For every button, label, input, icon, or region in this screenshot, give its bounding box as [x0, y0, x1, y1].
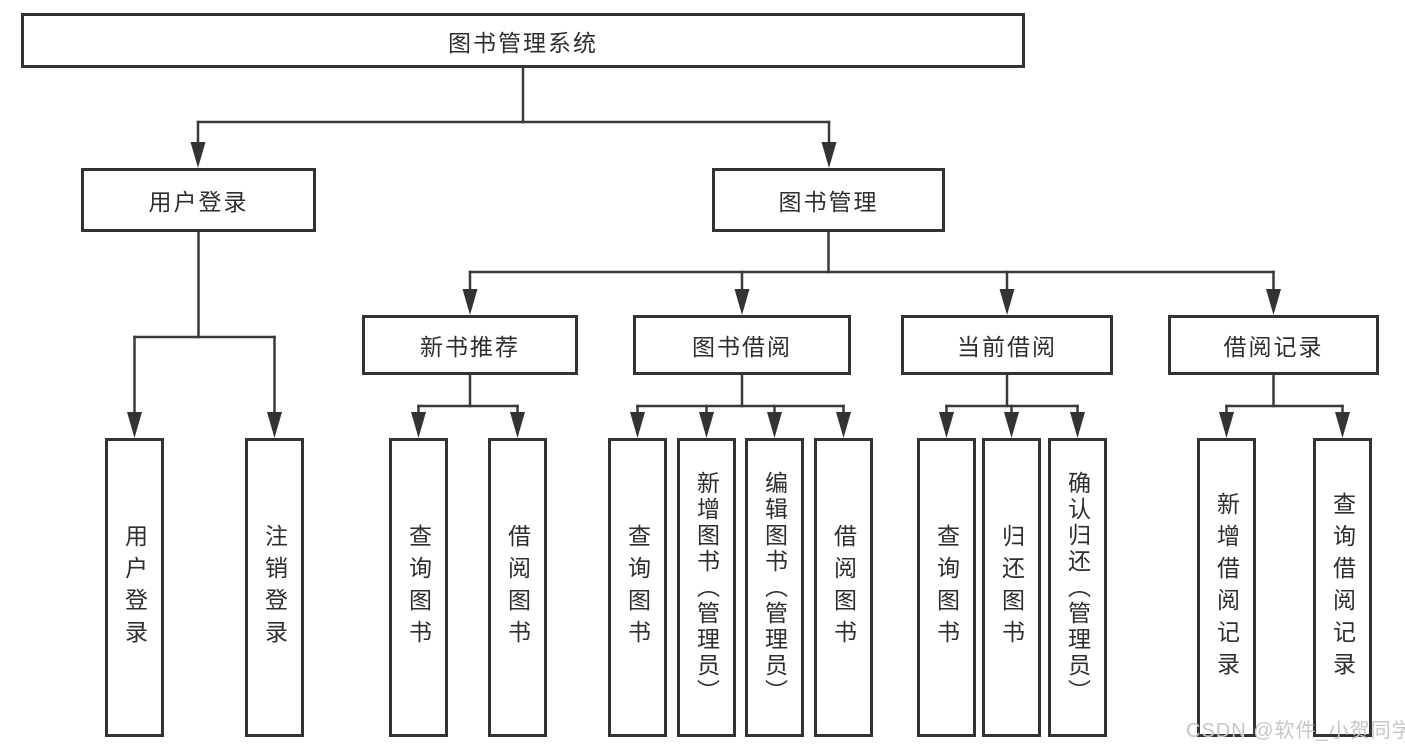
node-book-borrow-label: 图书借阅	[692, 334, 792, 360]
node-leaf-label: 借阅图书	[504, 523, 531, 652]
node-root-label: 图书管理系统	[448, 29, 598, 56]
edge-borrow-to-children	[630, 373, 851, 438]
node-leaf-label: 新增借阅记录	[1213, 491, 1240, 684]
node-leaf-query-borrow-record: 查询借阅记录	[1313, 438, 1372, 737]
edge-userlogin-to-children	[127, 230, 282, 438]
node-leaf-label: 编辑图书（管理员）	[761, 470, 788, 705]
node-leaf-borrow-book-2: 借阅图书	[814, 438, 873, 737]
node-leaf-label: 查询图书	[933, 523, 960, 652]
edge-current-to-children	[939, 373, 1085, 438]
node-current-borrow-label: 当前借阅	[957, 334, 1057, 360]
node-new-book-recommend: 新书推荐	[362, 315, 578, 375]
node-leaf-label: 归还图书	[998, 523, 1025, 652]
edge-newbook-to-children	[411, 373, 525, 438]
node-book-management: 图书管理	[712, 168, 945, 232]
node-leaf-label: 查询图书	[624, 523, 651, 652]
edge-records-to-children	[1219, 373, 1350, 438]
node-leaf-label: 借阅图书	[830, 523, 857, 652]
node-leaf-label: 查询借阅记录	[1329, 491, 1356, 684]
node-user-login: 用户登录	[81, 168, 316, 232]
node-new-book-recommend-label: 新书推荐	[420, 334, 520, 360]
node-leaf-label: 新增图书（管理员）	[693, 470, 720, 705]
node-leaf-borrow-book-1: 借阅图书	[488, 438, 547, 737]
watermark: CSDN @软件_小贺同学	[1186, 720, 1405, 742]
node-user-login-label: 用户登录	[148, 189, 249, 215]
node-borrow-records: 借阅记录	[1168, 315, 1379, 375]
edge-bookmgmt-to-level3	[462, 230, 1281, 315]
node-book-management-label: 图书管理	[778, 189, 879, 215]
node-borrow-records-label: 借阅记录	[1223, 334, 1324, 360]
node-leaf-query-book-1: 查询图书	[389, 438, 448, 737]
node-leaf-logout: 注销登录	[245, 438, 304, 737]
node-leaf-add-book-admin: 新增图书（管理员）	[677, 438, 736, 737]
node-leaf-user-login: 用户登录	[105, 438, 164, 737]
node-leaf-return-book: 归还图书	[982, 438, 1041, 737]
node-leaf-edit-book-admin: 编辑图书（管理员）	[745, 438, 804, 737]
node-leaf-confirm-return-admin: 确认归还（管理员）	[1048, 438, 1107, 737]
node-leaf-label: 确认归还（管理员）	[1064, 470, 1091, 705]
node-book-borrow: 图书借阅	[633, 315, 851, 375]
edge-root-to-level2	[190, 66, 837, 168]
node-root-system: 图书管理系统	[21, 13, 1025, 68]
node-leaf-label: 用户登录	[121, 523, 148, 652]
node-leaf-query-book-2: 查询图书	[608, 438, 667, 737]
node-current-borrow: 当前借阅	[901, 315, 1113, 375]
node-leaf-label: 查询图书	[405, 523, 432, 652]
node-leaf-query-book-3: 查询图书	[917, 438, 976, 737]
node-leaf-label: 注销登录	[261, 523, 288, 652]
node-leaf-add-borrow-record: 新增借阅记录	[1197, 438, 1256, 737]
